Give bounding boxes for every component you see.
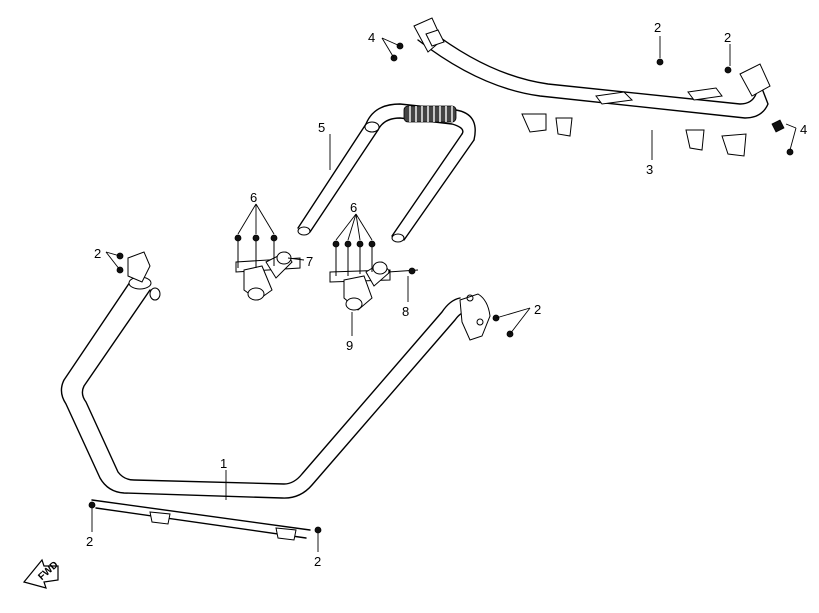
rear-bar [413,17,785,157]
callout-2-top-mid: 2 [654,20,661,35]
callout-2-bottom-right: 2 [314,554,321,569]
callout-1: 1 [220,456,227,471]
front-bumper-tube [60,251,491,541]
leader-lines [91,36,797,552]
callout-6-left: 6 [250,190,257,205]
callout-7: 7 [306,254,313,269]
callout-2-right-bracket: 2 [534,302,541,317]
grab-handle [297,103,476,243]
callout-6-right: 6 [350,200,357,215]
forward-direction-arrow-icon: FWD [22,558,61,589]
callout-9: 9 [346,338,353,353]
callout-4-left: 4 [368,30,375,45]
callout-2-left-upper: 2 [94,246,101,261]
bolts-group-6-right [332,240,376,276]
callout-4-right: 4 [800,122,807,137]
callout-5: 5 [318,120,325,135]
right-mount-bracket [329,261,419,311]
bolts-group-6-left [234,234,278,268]
grip-texture [403,105,457,123]
callout-2-bottom-left: 2 [86,534,93,549]
callout-3: 3 [646,162,653,177]
callout-2-top-right: 2 [724,30,731,45]
left-mount-bracket [235,251,301,301]
callout-8: 8 [402,304,409,319]
